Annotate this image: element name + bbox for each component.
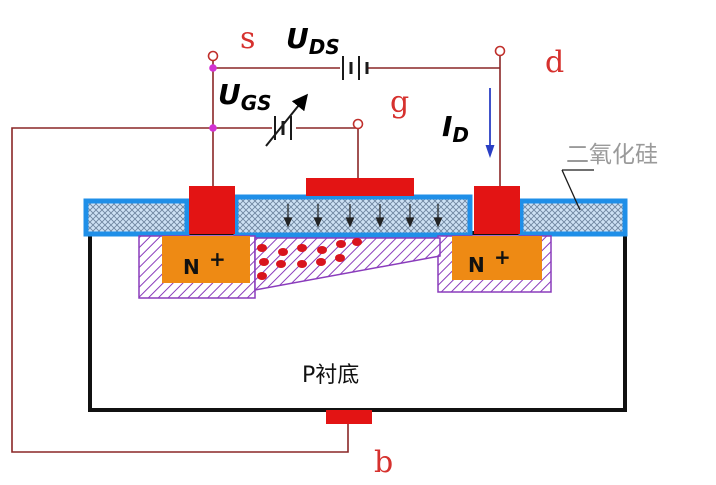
source-terminal (207, 50, 219, 62)
circuit-wires (11, 55, 501, 453)
drain-label: d (545, 45, 564, 80)
gate-label: g (390, 85, 409, 120)
substrate-label: P衬底 (302, 363, 359, 388)
source-label: s (240, 21, 255, 56)
n-right-label: N (468, 253, 485, 277)
junction-node-gate (209, 124, 217, 132)
n-left-label: N (183, 255, 200, 279)
oxide-left (83, 198, 190, 237)
n-left-plus: + (209, 247, 226, 271)
body-label: b (374, 445, 393, 480)
n-plus-left (162, 236, 250, 283)
n-right-plus: + (494, 245, 511, 269)
uds-battery-icon (342, 56, 369, 80)
ugs-variable-battery-icon (265, 93, 309, 147)
oxide-label: 二氧化硅 (566, 142, 658, 168)
electrons (257, 238, 362, 280)
n-plus-right (452, 236, 542, 280)
body-electrode (326, 410, 372, 424)
oxide-right (518, 198, 628, 237)
drain-terminal (494, 45, 506, 57)
junction-node-top (209, 64, 217, 72)
oxide-pointer-diag (561, 169, 581, 211)
oxide-center (233, 194, 473, 238)
electric-field-arrows (283, 204, 443, 228)
source-electrode (189, 186, 235, 234)
gate-terminal (352, 118, 364, 130)
ugs-label: UGS (218, 78, 272, 115)
gate-electrode (306, 178, 414, 196)
drain-electrode (474, 186, 520, 234)
uds-label: UDS (286, 22, 340, 59)
drain-current-arrow (485, 88, 495, 158)
id-label: ID (442, 110, 469, 147)
